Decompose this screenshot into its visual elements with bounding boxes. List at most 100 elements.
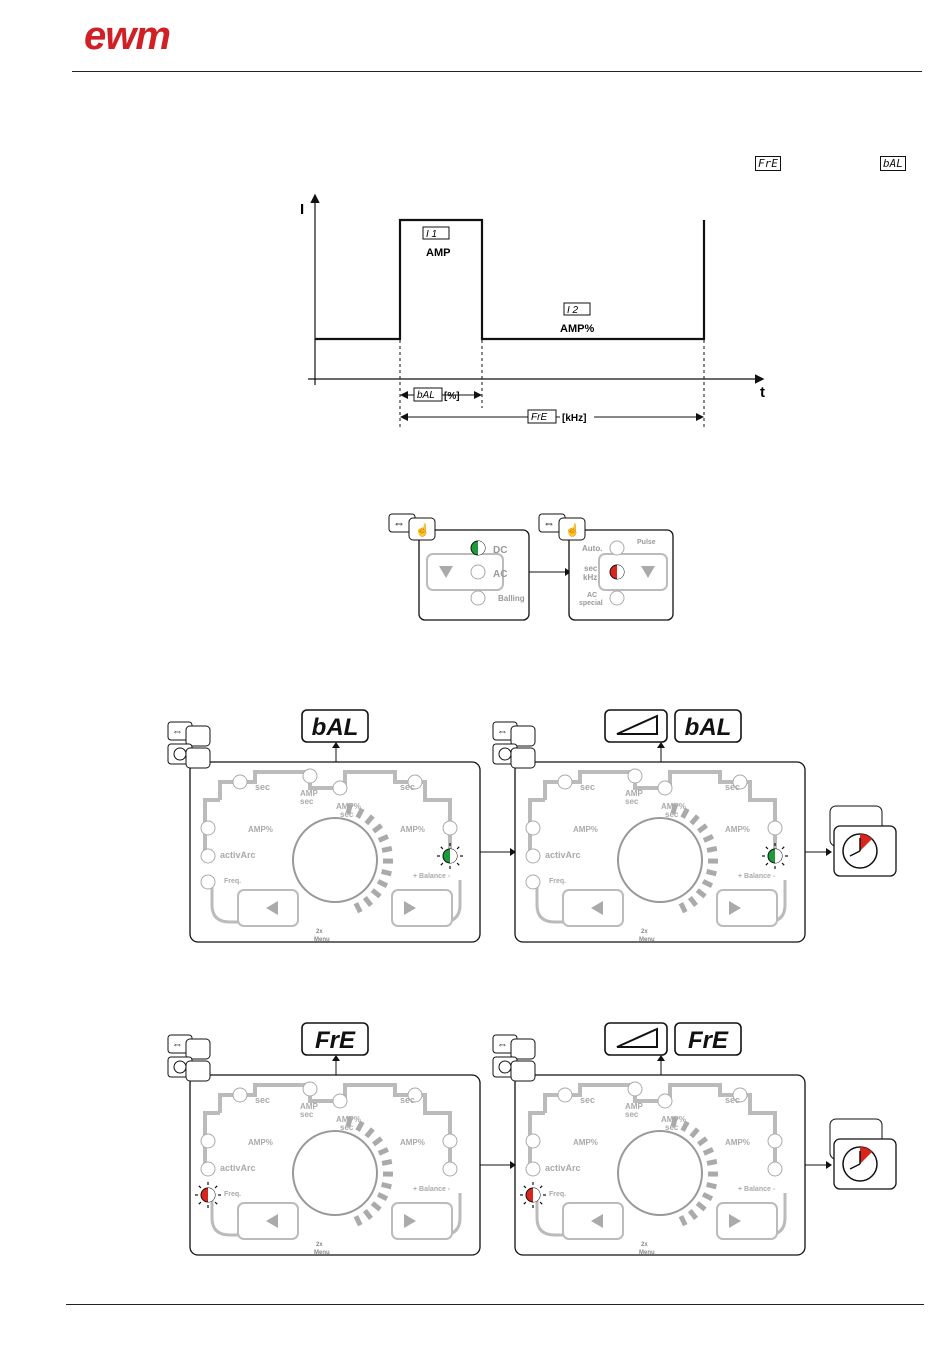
scale-segment <box>376 1192 389 1201</box>
amp-pct-label: AMP% <box>573 1138 598 1147</box>
scale-segment <box>362 1209 374 1220</box>
sec-label: sec <box>725 782 740 792</box>
y-axis-label: I <box>300 201 304 218</box>
left-curve <box>535 1193 620 1237</box>
param-led <box>525 1161 541 1177</box>
freq-code: FrE <box>531 412 547 423</box>
param-led <box>442 1133 458 1149</box>
activarc-label: activArc <box>220 850 256 860</box>
high-unit-label: AMP <box>426 247 450 259</box>
balance-led-ray <box>440 862 444 866</box>
balance-label: + Balance - <box>413 873 451 880</box>
seven-seg-display <box>674 1022 742 1056</box>
scale-segment <box>678 902 688 914</box>
balance-led-half <box>450 849 457 863</box>
sec-label: sec <box>340 810 354 819</box>
low-unit-label: AMP% <box>560 323 594 335</box>
scale-segment <box>706 1181 717 1190</box>
activarc-label: activArc <box>545 1163 581 1173</box>
scale-segment <box>364 814 375 826</box>
right-arrow-icon <box>729 901 741 915</box>
sec-label: sec <box>255 782 270 792</box>
left-curve <box>210 1193 295 1237</box>
scale-segment <box>678 1215 688 1227</box>
scale-segment <box>702 834 714 843</box>
sec-label: sec <box>580 1095 595 1105</box>
svg-text:⇔: ⇔ <box>543 516 555 530</box>
menu-label: Menu <box>639 1250 655 1256</box>
display-arrow-head <box>332 1055 340 1061</box>
left-curve <box>210 880 295 924</box>
param-led <box>200 820 216 836</box>
right-arrow-icon <box>729 1214 741 1228</box>
amp-pct-label: AMP% <box>400 825 425 834</box>
scale-segment <box>372 823 384 834</box>
scale-segment <box>377 834 389 843</box>
scale-segment <box>706 846 718 853</box>
knob-mini-icon <box>498 747 512 761</box>
param-led <box>557 774 573 790</box>
freq-led-ray <box>198 1185 202 1189</box>
param-led <box>627 1081 643 1097</box>
freq-label: Freq. <box>224 878 241 885</box>
menu-label: Menu <box>314 1250 330 1256</box>
scale-segment <box>345 803 353 815</box>
control-panel: ⇔secAMPsecAMP%secsecAMP%AMP%activArcFreq… <box>167 1022 481 1256</box>
balance-led-ray <box>765 846 769 850</box>
balance-unit: [%] <box>444 391 460 402</box>
sec-label: sec <box>665 1123 679 1132</box>
hand-icon <box>185 1060 211 1082</box>
knob-mini-icon <box>173 747 187 761</box>
param-led <box>732 774 748 790</box>
balance-led-half <box>775 849 782 863</box>
display-code: FrE <box>688 1027 729 1054</box>
scale-segment <box>381 1181 392 1190</box>
sec-label: sec <box>340 1123 354 1132</box>
sequence-path <box>203 798 220 860</box>
flow-arrow-head <box>510 1161 516 1169</box>
display-code: bAL <box>312 714 359 741</box>
freq-led-ray <box>539 1185 543 1189</box>
footer-rule <box>66 1304 924 1305</box>
ac-special-label-1: AC <box>587 592 597 599</box>
param-led <box>525 848 541 864</box>
balance-led-ray <box>440 846 444 850</box>
high-current-display: I 1 <box>426 229 437 240</box>
sequence-path <box>218 1083 452 1173</box>
param-led <box>232 1087 248 1103</box>
display-arrow-head <box>332 742 340 748</box>
freq-led-half <box>533 1188 540 1202</box>
seven-seg-display <box>674 709 742 743</box>
balance-led-ray <box>765 862 769 866</box>
param-led <box>732 1087 748 1103</box>
control-panel: ⇔secAMPsecAMP%secsecAMP%AMP%activArcFreq… <box>492 1022 806 1256</box>
scale-segment <box>701 879 714 888</box>
waveform-diagram: I t I 1 AMP I 2 AMP% bAL [%] FrE [kHz] <box>300 193 765 430</box>
param-led <box>525 820 541 836</box>
left-arrow-icon <box>266 901 278 915</box>
sec-label: sec <box>400 1095 415 1105</box>
display-arrow-head <box>657 742 665 748</box>
scale-segment <box>370 1201 382 1212</box>
pulse-label: Pulse <box>637 539 656 546</box>
ac-special-label-2: special <box>579 600 603 607</box>
param-led <box>200 1133 216 1149</box>
freq-led-ray <box>523 1185 527 1189</box>
clock-wedge <box>860 834 872 851</box>
param-led <box>232 774 248 790</box>
freq-led-ray <box>214 1201 218 1205</box>
display-code: FrE <box>315 1027 356 1054</box>
sec-label: sec <box>665 810 679 819</box>
left-curve <box>535 880 620 924</box>
header-rule <box>72 71 922 72</box>
balance-label: + Balance - <box>738 1186 776 1193</box>
balance-label: + Balance - <box>413 1186 451 1193</box>
right-button <box>716 889 778 927</box>
scale-segment <box>345 1116 353 1128</box>
scale-segment <box>670 1116 678 1128</box>
arrows-icon: ⇔ <box>172 1039 183 1051</box>
balance-led-ray <box>456 846 460 850</box>
amp-label: AMP <box>300 1102 318 1111</box>
menu-label: Menu <box>314 937 330 943</box>
hand-icon <box>510 747 536 769</box>
